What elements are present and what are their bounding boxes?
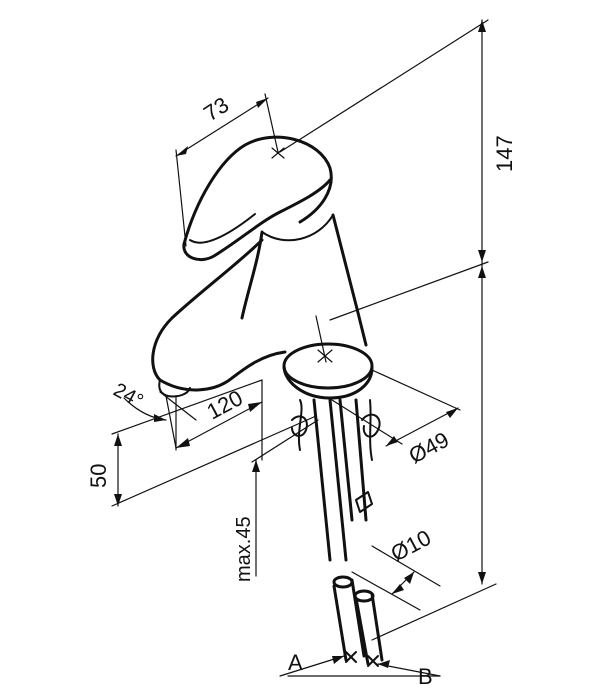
- faucet-body: [151, 135, 384, 667]
- mounting-clip-right: [361, 413, 381, 438]
- dim-120-line: [175, 401, 263, 449]
- arrow-lower-bottom: [478, 572, 486, 584]
- pipe-b-end: [353, 589, 375, 603]
- dim-49-line: [385, 407, 459, 447]
- arrow-lower-top: [478, 266, 486, 278]
- pipe-b: [354, 592, 384, 666]
- handle-lever-inner: [189, 213, 256, 244]
- arrow-45-top: [252, 460, 260, 472]
- dim-147-ext-top: [279, 19, 489, 153]
- label-total-height: 147: [492, 135, 517, 172]
- handle-centre-cross: [271, 147, 285, 159]
- arrowheads: [114, 20, 486, 668]
- arrow-a: [332, 656, 344, 664]
- spout-upper-edge: [151, 238, 264, 382]
- mixer-body-right: [331, 213, 368, 347]
- arrow-49-left: [386, 436, 398, 446]
- arrow-50-bottom: [114, 494, 122, 506]
- arrow-b: [378, 660, 390, 668]
- label-base-diameter: Ø49: [405, 427, 453, 469]
- pipe-rear-left: [312, 398, 348, 562]
- dim-10-ext: [351, 545, 441, 611]
- arrow-147-bottom: [478, 250, 486, 262]
- label-handle-length: 73: [199, 92, 233, 126]
- spout-lower-edge: [158, 350, 287, 392]
- label-deck-thickness: max.45: [233, 516, 255, 582]
- base-disc-top: [282, 342, 374, 390]
- arrow-120-right: [248, 402, 262, 412]
- dim-73-line: [175, 97, 269, 157]
- pipe-rear-connector: [355, 491, 373, 513]
- spout-outlet: [158, 379, 191, 398]
- mounting-screw: [298, 399, 373, 461]
- label-pipe-diameter: Ø10: [387, 525, 435, 567]
- pipe-rear-right: [338, 398, 368, 522]
- dim-24-ext: [159, 391, 197, 449]
- arrow-147-top: [478, 20, 486, 32]
- dim-50-ext: [111, 379, 317, 507]
- arrow-50-top: [114, 434, 122, 446]
- arrow-10-bottom: [392, 584, 404, 594]
- dim-73-ext: [175, 93, 279, 247]
- dim-lower-ext: [371, 583, 497, 641]
- label-spout-reach: 120: [203, 385, 247, 424]
- arrow-49-right: [446, 408, 458, 418]
- handle-lever-top: [182, 135, 333, 246]
- handle-lever-bottom: [182, 178, 332, 261]
- arrow-120-left: [176, 438, 190, 448]
- pipe-a-end: [332, 575, 354, 589]
- dim-45-ext: [251, 419, 319, 463]
- mixer-body-seam: [261, 214, 334, 242]
- arrow-73-left: [176, 146, 188, 156]
- arrow-24-end: [154, 414, 166, 422]
- centre-marks: [271, 147, 333, 363]
- label-connection-a: A: [288, 650, 303, 675]
- label-spout-height: 50: [86, 464, 111, 488]
- arrow-10-top: [404, 572, 414, 584]
- base-axis-line: [315, 315, 327, 363]
- pipe-b-marker: [367, 655, 379, 667]
- pipe-a-marker: [345, 651, 357, 663]
- dim-49-ext: [331, 369, 461, 445]
- base-disc-rim: [282, 364, 374, 400]
- label-connection-b: B: [418, 664, 433, 689]
- pipe-a: [332, 578, 366, 662]
- dim-147-ext-bottom: [329, 261, 489, 321]
- mounting-clip-left: [291, 415, 308, 437]
- arrow-73-right: [256, 98, 268, 108]
- label-spout-angle: 24°: [110, 379, 147, 413]
